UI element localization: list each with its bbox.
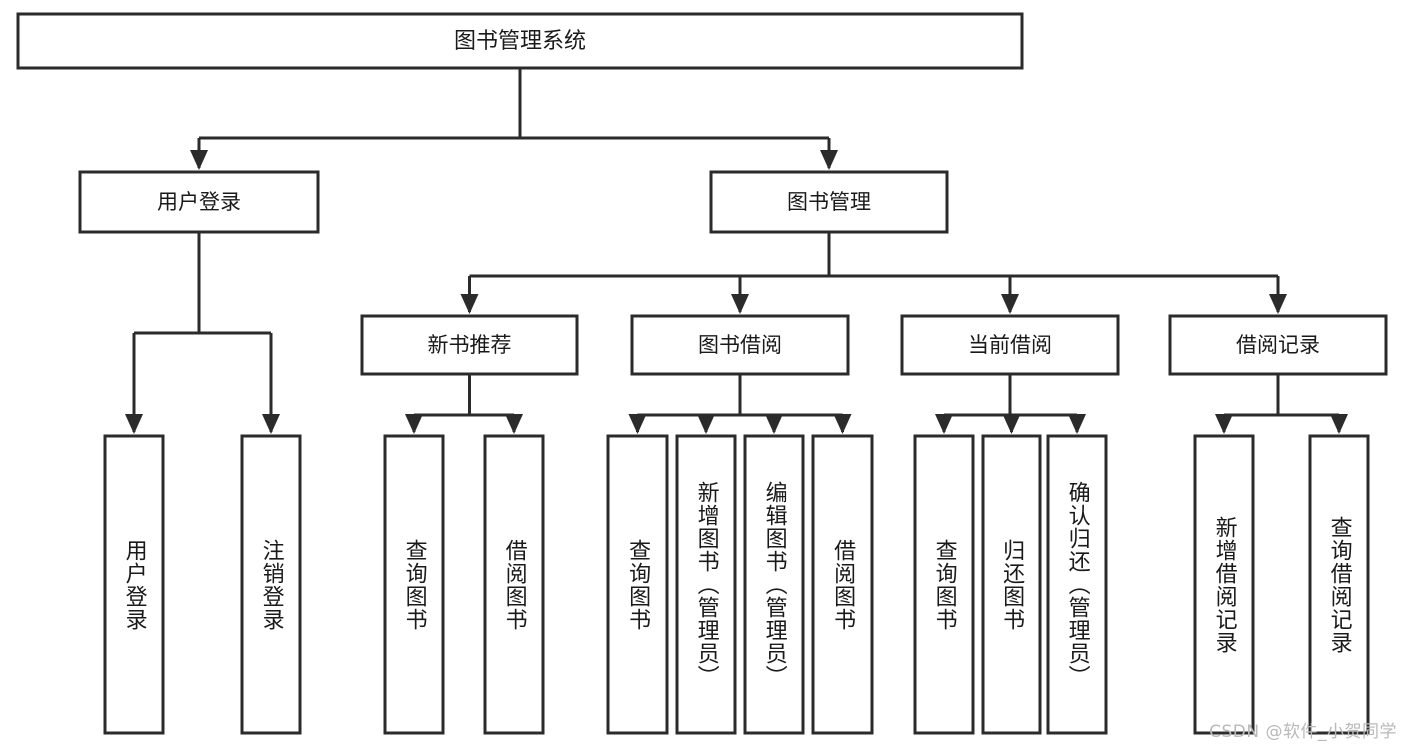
node-box-leaf-query-book-1[interactable] <box>383 434 445 735</box>
node-box-leaf-query-book-2[interactable] <box>606 434 669 735</box>
node-box-leaf-query-book-3[interactable] <box>913 434 975 735</box>
arrowhead-book-manage <box>820 150 838 170</box>
node-box-user-login[interactable] <box>78 170 320 234</box>
arrowhead-leaf-borrow-book-2 <box>833 414 852 434</box>
node-box-root[interactable] <box>16 12 1024 70</box>
arrowhead-leaf-query-book-3 <box>935 414 953 434</box>
arrowhead-user-login <box>190 150 208 170</box>
node-box-leaf-borrow-book-1[interactable] <box>483 434 545 735</box>
arrowhead-leaf-borrow-book-1 <box>505 414 523 434</box>
node-box-leaf-query-record[interactable] <box>1308 434 1370 735</box>
node-box-leaf-borrow-book-2[interactable] <box>811 434 874 735</box>
node-box-new-book-rec[interactable] <box>360 314 579 376</box>
node-box-leaf-edit-book[interactable] <box>743 434 805 735</box>
watermark: CSDN @软件_小贺同学 <box>1209 722 1397 742</box>
arrowhead-new-book-rec <box>460 294 479 314</box>
node-box-layer <box>16 12 1388 735</box>
arrowhead-leaf-add-record <box>1215 414 1233 434</box>
node-box-book-borrow[interactable] <box>630 314 850 376</box>
node-label-borrow-record: 借阅记录 <box>1236 333 1320 357</box>
node-box-leaf-add-book[interactable] <box>675 434 737 735</box>
node-box-leaf-user-login[interactable] <box>103 434 165 735</box>
node-label-book-manage: 图书管理 <box>787 190 871 214</box>
arrowhead-leaf-query-book-1 <box>405 414 423 434</box>
connector-layer <box>125 68 1348 434</box>
node-box-borrow-record[interactable] <box>1168 314 1388 376</box>
arrowhead-leaf-edit-book <box>765 414 783 434</box>
node-label-user-login: 用户登录 <box>157 190 241 214</box>
node-label-current-borrow: 当前借阅 <box>968 333 1052 357</box>
arrowhead-book-borrow <box>731 294 749 314</box>
node-box-current-borrow[interactable] <box>900 314 1120 376</box>
arrowhead-current-borrow <box>1001 294 1019 314</box>
arrowhead-leaf-user-login <box>125 414 143 434</box>
node-box-leaf-confirm-return[interactable] <box>1046 434 1108 735</box>
node-box-book-manage[interactable] <box>709 170 949 234</box>
arrowhead-borrow-record <box>1269 294 1287 314</box>
node-box-leaf-return-book[interactable] <box>981 434 1042 735</box>
arrowhead-leaf-query-record <box>1330 414 1348 434</box>
arrowhead-leaf-query-book-2 <box>628 414 647 434</box>
arrowhead-leaf-return-book <box>1002 414 1021 434</box>
arrowhead-leaf-logout <box>262 414 280 434</box>
arrowhead-leaf-add-book <box>697 414 715 434</box>
arrowhead-leaf-confirm-return <box>1068 414 1086 434</box>
node-label-root: 图书管理系统 <box>454 29 586 54</box>
node-box-leaf-logout[interactable] <box>240 434 302 735</box>
node-label-book-borrow: 图书借阅 <box>698 333 782 357</box>
node-label-new-book-rec: 新书推荐 <box>428 333 512 357</box>
node-box-leaf-add-record[interactable] <box>1193 434 1255 735</box>
